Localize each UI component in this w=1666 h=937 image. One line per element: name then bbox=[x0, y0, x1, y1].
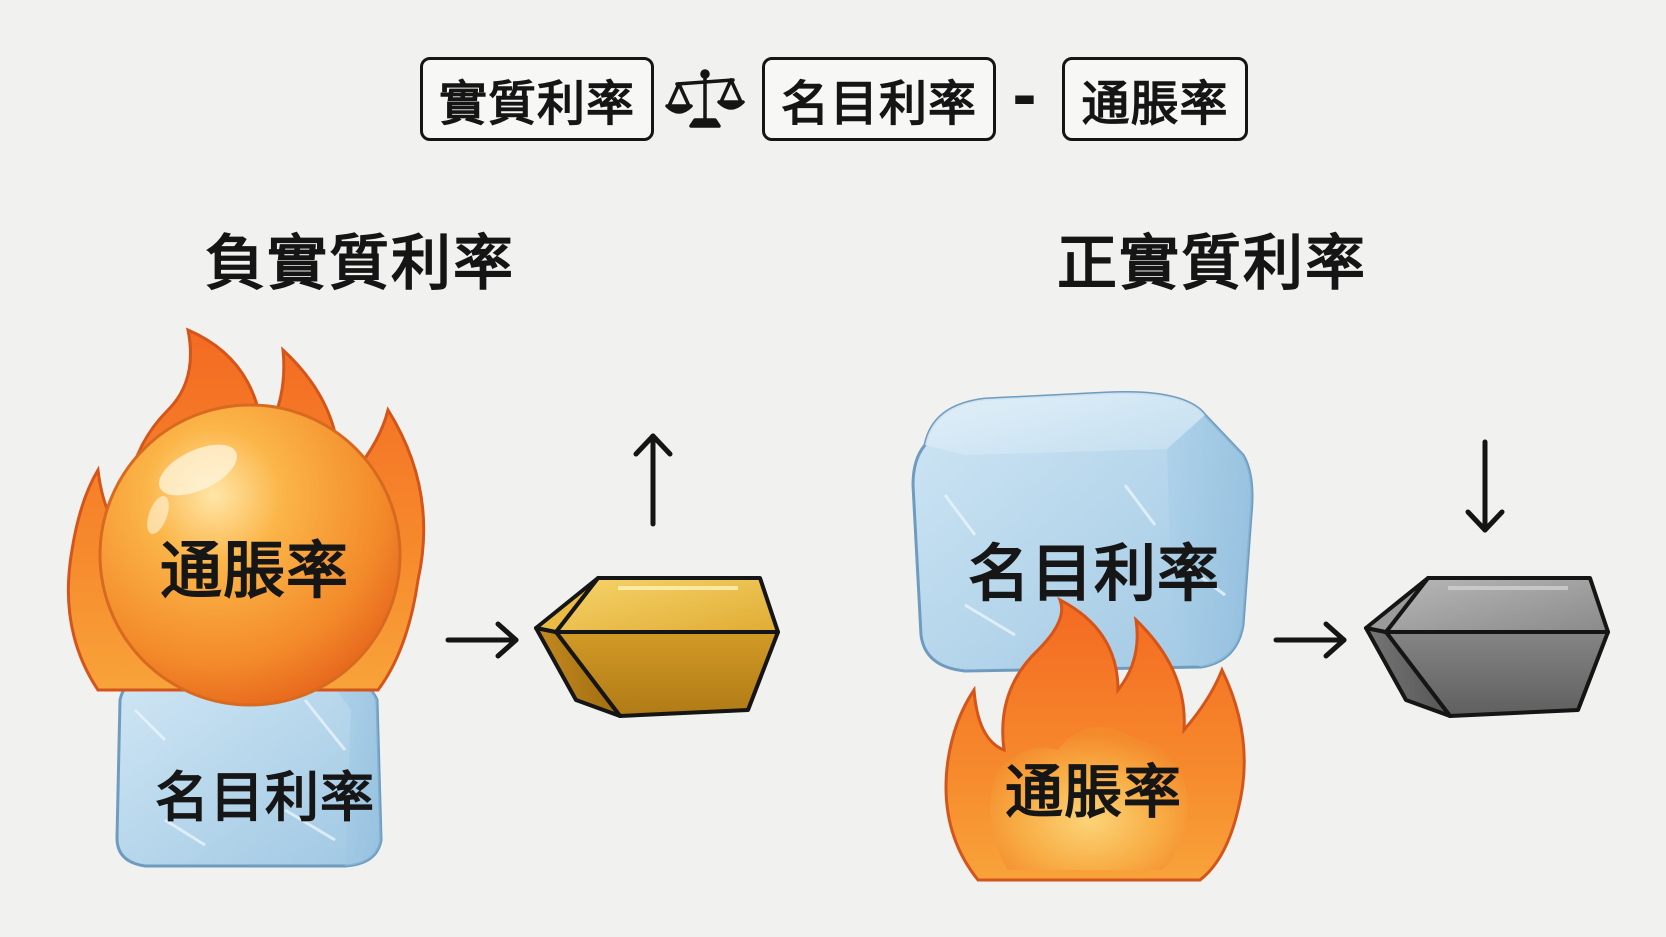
gold-bar-icon bbox=[534, 576, 780, 718]
formula-real-rate-box: 實質利率 bbox=[420, 57, 654, 141]
arrow-right-icon bbox=[445, 621, 519, 659]
positive-inflation-label: 通脹率 bbox=[1005, 758, 1183, 826]
positive-nominal-label: 名目利率 bbox=[968, 537, 1221, 610]
ice-cube-large bbox=[911, 391, 1254, 673]
silver-bar-icon bbox=[1364, 576, 1610, 718]
formula-real-rate-text: 實質利率 bbox=[438, 76, 635, 132]
positive-real-rate-title: 正實質利率 bbox=[1057, 229, 1367, 299]
formula-inflation-text: 通脹率 bbox=[1081, 76, 1229, 132]
negative-real-rate-title: 負實質利率 bbox=[205, 229, 515, 299]
negative-inflation-label: 通脹率 bbox=[160, 534, 350, 607]
arrow-up-icon bbox=[633, 433, 673, 527]
fire-ball-icon bbox=[66, 327, 426, 707]
ice-cube-small bbox=[115, 672, 383, 868]
fire-icon bbox=[944, 596, 1246, 882]
scales-icon bbox=[665, 69, 745, 128]
formula-nominal-rate-text: 名目利率 bbox=[780, 76, 977, 132]
formula-minus-sign: - bbox=[1012, 62, 1037, 132]
negative-nominal-label: 名目利率 bbox=[155, 766, 375, 829]
arrow-right-icon bbox=[1273, 621, 1347, 659]
formula-inflation-box: 通脹率 bbox=[1062, 57, 1248, 141]
arrow-down-icon bbox=[1465, 439, 1505, 533]
formula-nominal-rate-box: 名目利率 bbox=[762, 57, 996, 141]
